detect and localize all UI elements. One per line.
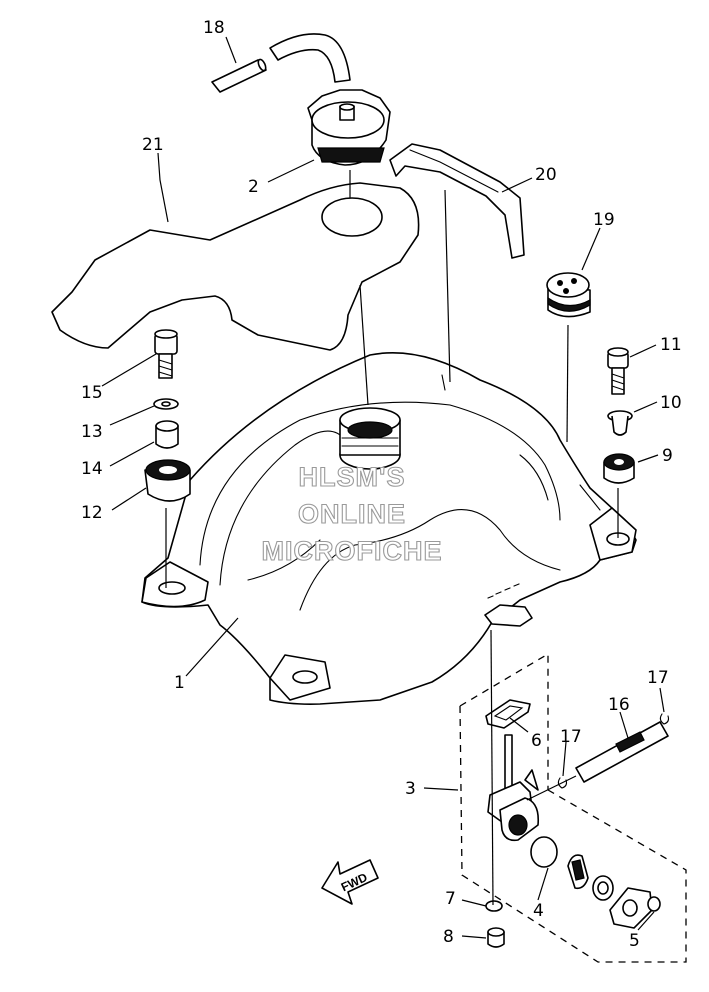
callout-16: 16 bbox=[608, 695, 630, 715]
callout-3: 3 bbox=[405, 779, 416, 799]
watermark-line-2: ONLINE bbox=[298, 499, 406, 529]
callout-6: 6 bbox=[531, 731, 542, 751]
part-8-drain-screw bbox=[487, 927, 505, 948]
fwd-arrow: FWD bbox=[321, 859, 379, 905]
callout-1: 1 bbox=[174, 673, 185, 693]
fuel-cock-lever bbox=[567, 854, 589, 890]
leader-lines bbox=[101, 36, 665, 939]
callout-20: 20 bbox=[535, 165, 557, 185]
callout-13: 13 bbox=[81, 422, 103, 442]
part-2-fuel-cap bbox=[307, 89, 391, 166]
part-12-damper bbox=[144, 459, 191, 502]
part-11-bolt bbox=[607, 347, 629, 395]
part-17-clip-upper bbox=[659, 713, 670, 725]
fuel-cock-body bbox=[487, 734, 540, 842]
part-3-fuel-cock-assembly bbox=[459, 652, 687, 963]
part-7-washer bbox=[485, 900, 503, 912]
callout-5: 5 bbox=[629, 931, 640, 951]
callout-11: 11 bbox=[660, 335, 682, 355]
callout-8: 8 bbox=[443, 927, 454, 947]
watermark: HLSM'S ONLINE MICROFICHE bbox=[261, 461, 443, 566]
part-10-collar bbox=[607, 410, 633, 436]
callout-14: 14 bbox=[81, 459, 103, 479]
part-17-clip-lower bbox=[557, 777, 568, 789]
part-6-gasket bbox=[485, 699, 531, 729]
part-16-fuel-hose bbox=[575, 721, 669, 783]
callout-17-lower: 17 bbox=[560, 727, 582, 747]
part-1-fuel-tank bbox=[141, 352, 637, 705]
callout-12: 12 bbox=[81, 503, 103, 523]
part-15-bolt bbox=[154, 329, 178, 379]
callout-18: 18 bbox=[203, 18, 225, 38]
callout-21: 21 bbox=[142, 135, 164, 155]
callout-7: 7 bbox=[445, 889, 456, 909]
part-20-strap bbox=[389, 143, 525, 259]
part-4-o-ring bbox=[530, 836, 558, 868]
watermark-line-3: MICROFICHE bbox=[262, 536, 443, 566]
part-14-collar bbox=[155, 420, 179, 449]
part-5-screw bbox=[647, 896, 661, 912]
callout-10: 10 bbox=[660, 393, 682, 413]
callout-4: 4 bbox=[533, 901, 544, 921]
callout-19: 19 bbox=[593, 210, 615, 230]
part-13-washer bbox=[153, 398, 179, 410]
callout-15: 15 bbox=[81, 383, 103, 403]
callout-9: 9 bbox=[662, 446, 673, 466]
part-18-breather-hose bbox=[211, 33, 351, 93]
watermark-line-1: HLSM'S bbox=[299, 462, 406, 492]
part-19-grommet bbox=[546, 272, 591, 318]
part-21-cover-sheet bbox=[51, 182, 420, 351]
fuel-cock-plate bbox=[609, 887, 653, 929]
callout-17-upper: 17 bbox=[647, 668, 669, 688]
fuel-cock-washer bbox=[592, 875, 614, 901]
callout-2: 2 bbox=[248, 177, 259, 197]
part-9-damper bbox=[603, 453, 635, 484]
callout-labels: 18 2 21 20 19 11 10 9 15 13 14 12 1 17 1… bbox=[81, 18, 682, 951]
